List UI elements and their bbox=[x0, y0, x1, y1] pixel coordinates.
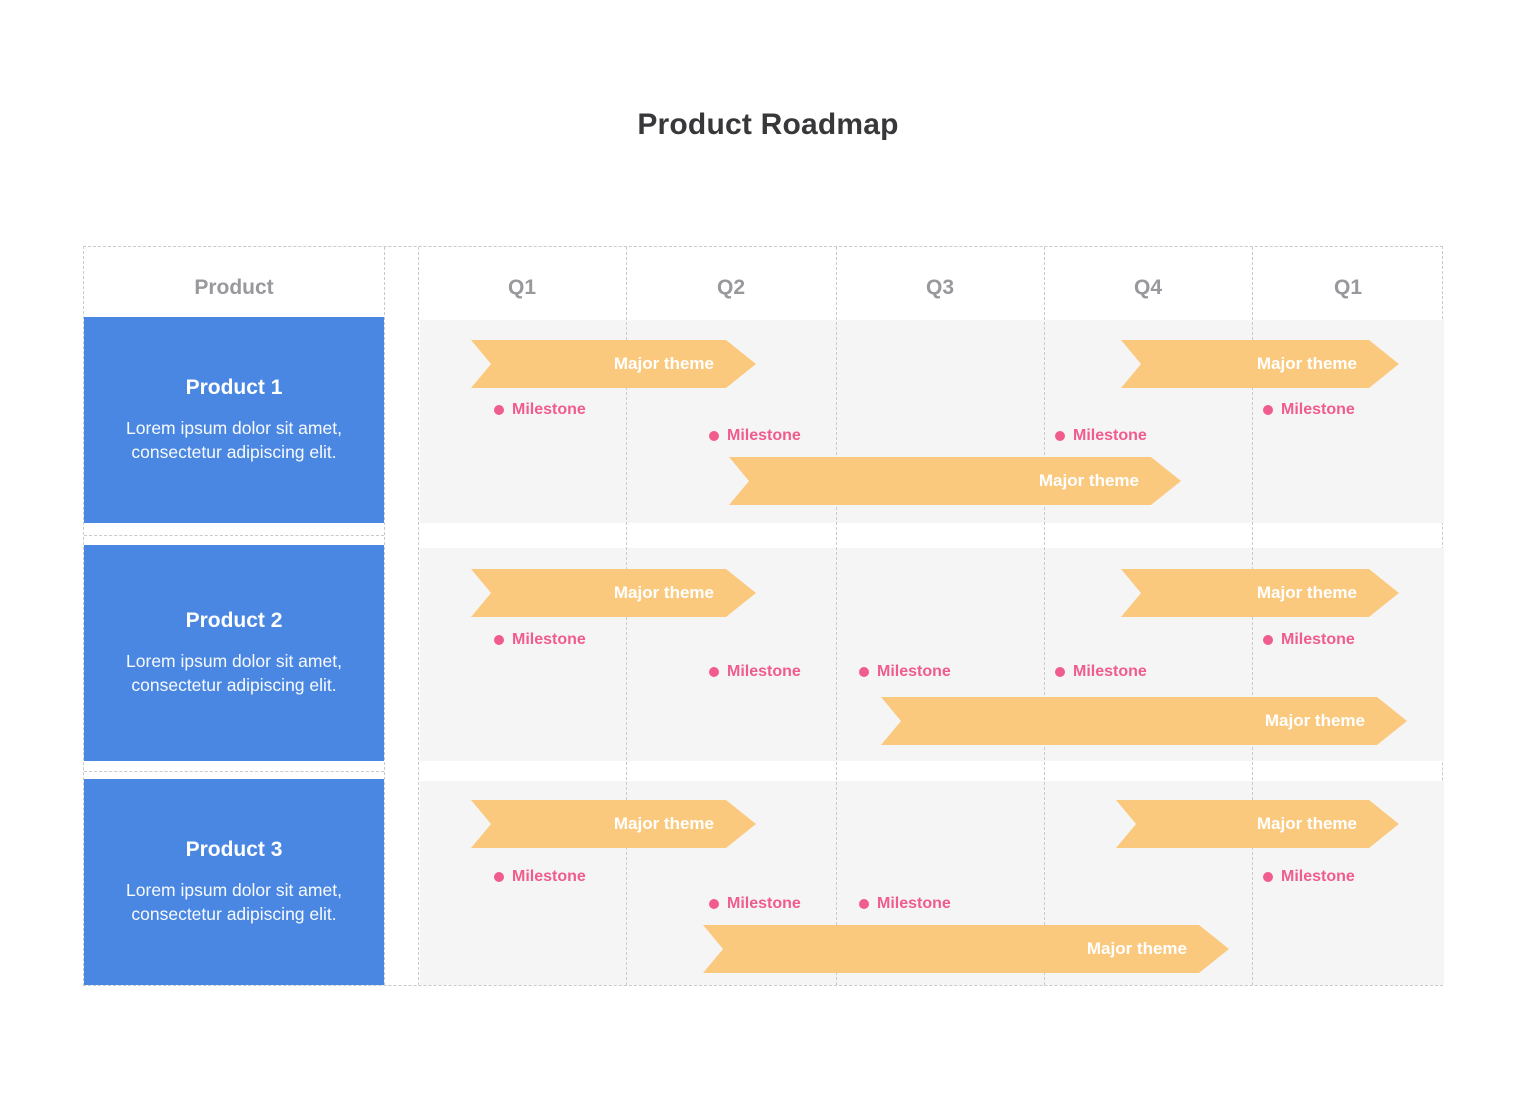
product-card-2: Product 2 Lorem ipsum dolor sit amet, co… bbox=[84, 545, 384, 761]
product-description: Lorem ipsum dolor sit amet, consectetur … bbox=[126, 417, 342, 462]
milestone-label: Milestone bbox=[1281, 401, 1355, 418]
column-header-q1: Q1 bbox=[507, 276, 536, 299]
milestone-dot-icon bbox=[1055, 667, 1065, 677]
milestone-marker: Milestone bbox=[709, 661, 801, 683]
milestone-marker: Milestone bbox=[494, 399, 586, 421]
theme-arrow: Major theme bbox=[1116, 800, 1399, 848]
product-card-3: Product 3 Lorem ipsum dolor sit amet, co… bbox=[84, 779, 384, 985]
milestone-label: Milestone bbox=[877, 663, 951, 680]
milestone-marker: Milestone bbox=[1263, 399, 1355, 421]
milestone-label: Milestone bbox=[512, 868, 586, 885]
milestone-dot-icon bbox=[709, 667, 719, 677]
theme-arrow: Major theme bbox=[471, 569, 756, 617]
milestone-label: Milestone bbox=[1281, 631, 1355, 648]
theme-arrow: Major theme bbox=[1121, 340, 1399, 388]
theme-arrow-label: Major theme bbox=[613, 583, 714, 602]
milestone-label: Milestone bbox=[727, 427, 801, 444]
milestone-dot-icon bbox=[859, 899, 869, 909]
milestone-dot-icon bbox=[1263, 405, 1273, 415]
grid-line-product-end bbox=[384, 247, 385, 985]
theme-arrow-label: Major theme bbox=[1256, 354, 1357, 373]
theme-arrow: Major theme bbox=[471, 800, 756, 848]
column-header-q3: Q3 bbox=[925, 276, 954, 299]
milestone-label: Milestone bbox=[512, 401, 586, 418]
column-header-q1-next: Q1 bbox=[1333, 276, 1362, 299]
milestone-marker: Milestone bbox=[709, 893, 801, 915]
page-title: Product Roadmap bbox=[637, 108, 899, 141]
grid-line-q1-start bbox=[418, 247, 419, 985]
milestone-label: Milestone bbox=[512, 631, 586, 648]
milestone-label: Milestone bbox=[727, 663, 801, 680]
milestone-dot-icon bbox=[1263, 635, 1273, 645]
grid-line-q2-q3 bbox=[836, 247, 837, 985]
milestone-label: Milestone bbox=[1073, 427, 1147, 444]
milestone-dot-icon bbox=[709, 899, 719, 909]
theme-arrow-label: Major theme bbox=[1256, 583, 1357, 602]
theme-arrow: Major theme bbox=[471, 340, 756, 388]
milestone-label: Milestone bbox=[1073, 663, 1147, 680]
theme-arrow-label: Major theme bbox=[613, 354, 714, 373]
milestone-label: Milestone bbox=[727, 895, 801, 912]
row-separator-line bbox=[84, 535, 384, 536]
theme-arrow-label: Major theme bbox=[1038, 471, 1139, 490]
milestone-marker: Milestone bbox=[709, 425, 801, 447]
theme-arrow: Major theme bbox=[729, 457, 1181, 505]
milestone-label: Milestone bbox=[1281, 868, 1355, 885]
product-name: Product 1 bbox=[185, 375, 283, 399]
column-header-q4: Q4 bbox=[1133, 276, 1162, 299]
milestone-dot-icon bbox=[709, 431, 719, 441]
milestone-marker: Milestone bbox=[1055, 661, 1147, 683]
milestone-marker: Milestone bbox=[859, 893, 951, 915]
milestone-dot-icon bbox=[1263, 872, 1273, 882]
milestone-marker: Milestone bbox=[494, 866, 586, 888]
milestone-marker: Milestone bbox=[1263, 866, 1355, 888]
theme-arrow-label: Major theme bbox=[1086, 939, 1187, 958]
milestone-dot-icon bbox=[1055, 431, 1065, 441]
product-name: Product 2 bbox=[185, 608, 283, 632]
milestone-dot-icon bbox=[494, 872, 504, 882]
milestone-marker: Milestone bbox=[1055, 425, 1147, 447]
theme-arrow-label: Major theme bbox=[1264, 711, 1365, 730]
column-header-product: Product bbox=[194, 276, 274, 299]
grid-line-q3-q4 bbox=[1044, 247, 1045, 985]
milestone-marker: Milestone bbox=[1263, 629, 1355, 651]
milestone-marker: Milestone bbox=[859, 661, 951, 683]
milestone-dot-icon bbox=[859, 667, 869, 677]
theme-arrow: Major theme bbox=[881, 697, 1407, 745]
product-description: Lorem ipsum dolor sit amet, consectetur … bbox=[126, 879, 342, 924]
milestone-dot-icon bbox=[494, 635, 504, 645]
milestone-dot-icon bbox=[494, 405, 504, 415]
product-card-1: Product 1 Lorem ipsum dolor sit amet, co… bbox=[84, 317, 384, 523]
product-name: Product 3 bbox=[185, 837, 283, 861]
milestone-marker: Milestone bbox=[494, 629, 586, 651]
theme-arrow-label: Major theme bbox=[1256, 814, 1357, 833]
theme-arrow: Major theme bbox=[703, 925, 1229, 973]
roadmap-table: Product Q1 Q2 Q3 Q4 Q1 Product 1 Lorem i… bbox=[83, 246, 1444, 986]
theme-arrow-label: Major theme bbox=[613, 814, 714, 833]
milestone-label: Milestone bbox=[877, 895, 951, 912]
column-header-q2: Q2 bbox=[716, 276, 745, 299]
row-separator-line bbox=[84, 771, 384, 772]
theme-arrow: Major theme bbox=[1121, 569, 1399, 617]
product-description: Lorem ipsum dolor sit amet, consectetur … bbox=[126, 650, 342, 695]
